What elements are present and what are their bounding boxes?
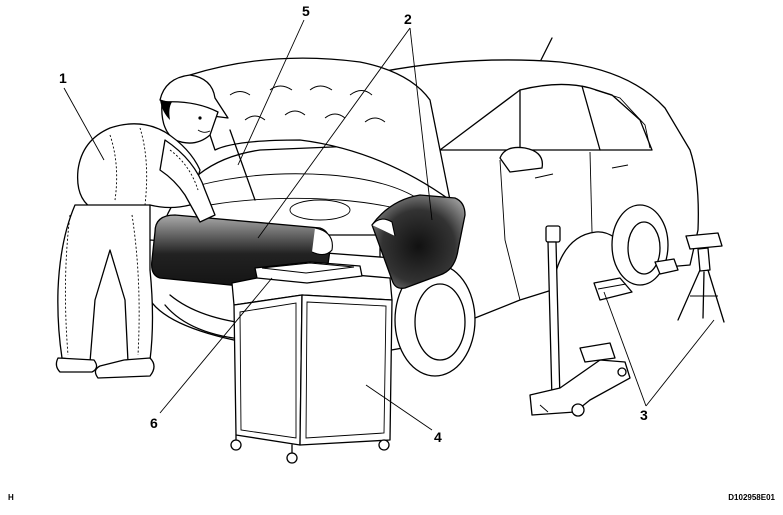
callout-3: 3 (640, 407, 648, 423)
jack-stand (677, 232, 725, 323)
leader-lines (63, 19, 715, 431)
parts-tray (254, 261, 363, 284)
mechanic-figure (55, 74, 229, 379)
callout-4: 4 (434, 429, 442, 445)
wheel-chock (593, 258, 679, 301)
tool-cart (230, 269, 393, 464)
callout-5: 5 (302, 3, 310, 19)
floor-jack (529, 225, 631, 417)
fender-cover-right (371, 194, 466, 289)
corner-label-h: H (8, 493, 14, 502)
figure-code: D102958E01 (728, 493, 775, 502)
callout-2: 2 (404, 11, 412, 27)
callout-1: 1 (59, 70, 67, 86)
callout-6: 6 (150, 415, 158, 431)
